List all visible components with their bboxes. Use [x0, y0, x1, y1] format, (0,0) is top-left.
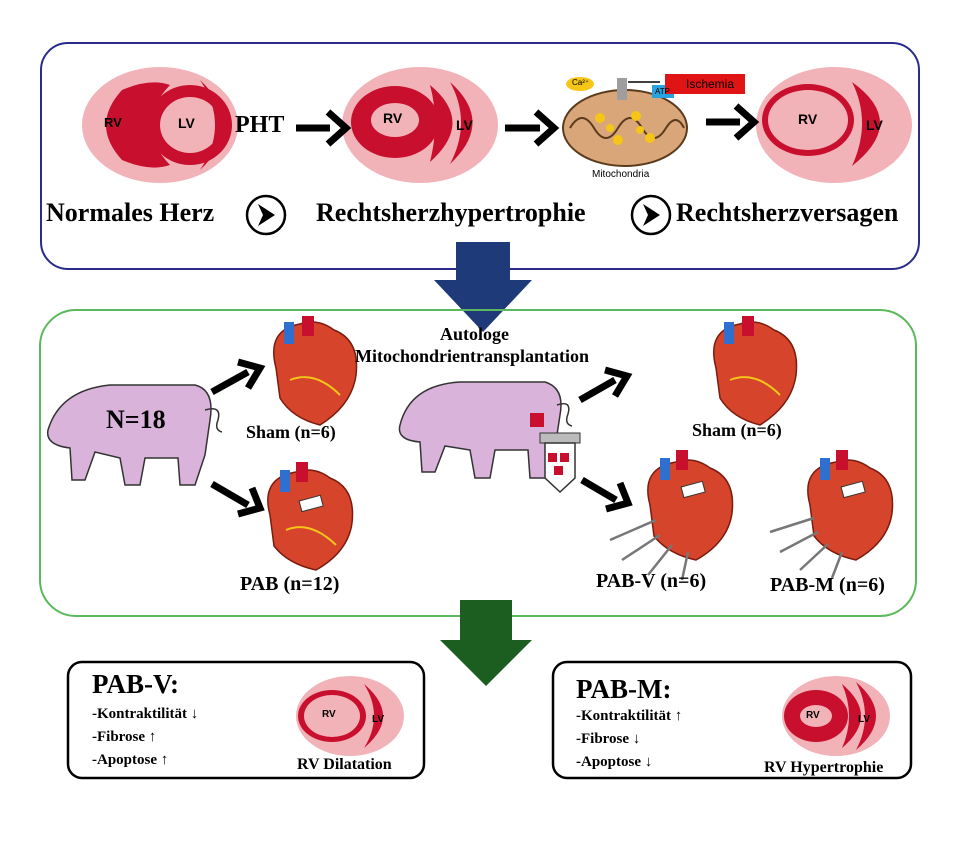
- pab-v-item-1: -Kontraktilität ↓: [92, 706, 199, 722]
- rv-label-2: RV: [383, 110, 403, 126]
- hypertrophy-heart-crosssection: [342, 67, 498, 183]
- pht-label: PHT: [235, 112, 285, 138]
- sham-right-label: Sham (n=6): [692, 420, 782, 440]
- n-total-label: N=18: [106, 405, 166, 434]
- pab-v-title: PAB-V:: [92, 669, 179, 699]
- arrow-to-sham-right: [578, 366, 633, 404]
- chevron-circle-icon-1: [245, 194, 287, 236]
- pig-left: [46, 384, 223, 486]
- lv-label-box-v: LV: [372, 714, 385, 725]
- lv-label-box-m: LV: [858, 714, 871, 725]
- failure-heart-crosssection: [756, 67, 912, 183]
- pab-m-caption: RV Hypertrophie: [764, 759, 884, 776]
- rv-dilatation-heart: [296, 676, 404, 756]
- rv-label-box-m: RV: [806, 710, 820, 721]
- anatomical-heart-pab-left: [267, 462, 354, 571]
- navy-down-arrow: [434, 242, 532, 332]
- ca-label: Ca²⁺: [572, 78, 590, 87]
- stage-failure-label: Rechtsherzversagen: [676, 198, 899, 227]
- rv-label-1: RV: [104, 115, 122, 130]
- normal-heart-crosssection: [82, 67, 238, 183]
- pig-right: [398, 381, 573, 479]
- chevron-circle-icon-2: [630, 194, 672, 236]
- rv-label-box-v: RV: [322, 709, 336, 720]
- flow-arrow-1: [296, 109, 352, 147]
- pab-left-label: PAB (n=12): [240, 573, 340, 595]
- mitochondria-illustration: [562, 74, 745, 167]
- anatomical-heart-sham-left: [272, 316, 358, 426]
- lv-label-1: LV: [178, 115, 195, 131]
- procedure-line1: Autologe: [440, 324, 509, 344]
- pab-v-item-2: -Fibrose ↑: [92, 729, 157, 745]
- pab-m-title: PAB-M:: [576, 674, 672, 704]
- sham-left-label: Sham (n=6): [246, 422, 336, 442]
- ischemia-label: Ischemia: [686, 77, 735, 91]
- pab-m-item-3: -Apoptose ↓: [576, 754, 653, 770]
- anatomical-heart-pab-m: [769, 450, 894, 579]
- anatomical-heart-pab-v: [609, 450, 734, 581]
- lv-label-2: LV: [456, 117, 473, 133]
- flow-arrow-3: [706, 103, 760, 141]
- rv-hypertrophy-heart: [782, 676, 890, 756]
- pab-v-label: PAB-V (n=6): [596, 570, 707, 592]
- flow-arrow-2: [505, 109, 560, 147]
- stage-normal-label: Normales Herz: [46, 198, 215, 227]
- anatomical-heart-sham-right: [712, 316, 798, 426]
- pab-m-item-2: -Fibrose ↓: [576, 731, 641, 747]
- rv-label-3: RV: [798, 111, 818, 127]
- atp-label: ATP: [655, 87, 670, 96]
- pab-v-caption: RV Dilatation: [297, 756, 392, 773]
- mitochondria-label: Mitochondria: [592, 169, 650, 180]
- arrow-to-pab-left: [210, 480, 265, 518]
- arrow-to-pab-right: [580, 476, 633, 513]
- procedure-line2: Mitochondrientransplantation: [355, 346, 590, 366]
- stage-hypertrophy-label: Rechtsherzhypertrophie: [316, 198, 586, 227]
- centrifuge-tube-icon: [539, 432, 581, 494]
- pab-v-item-3: -Apoptose ↑: [92, 752, 169, 768]
- arrow-to-sham-left: [210, 358, 266, 396]
- green-down-arrow: [440, 600, 532, 686]
- lv-label-3: LV: [866, 117, 883, 133]
- pab-m-label: PAB-M (n=6): [770, 574, 885, 596]
- pab-m-item-1: -Kontraktilität ↑: [576, 708, 683, 724]
